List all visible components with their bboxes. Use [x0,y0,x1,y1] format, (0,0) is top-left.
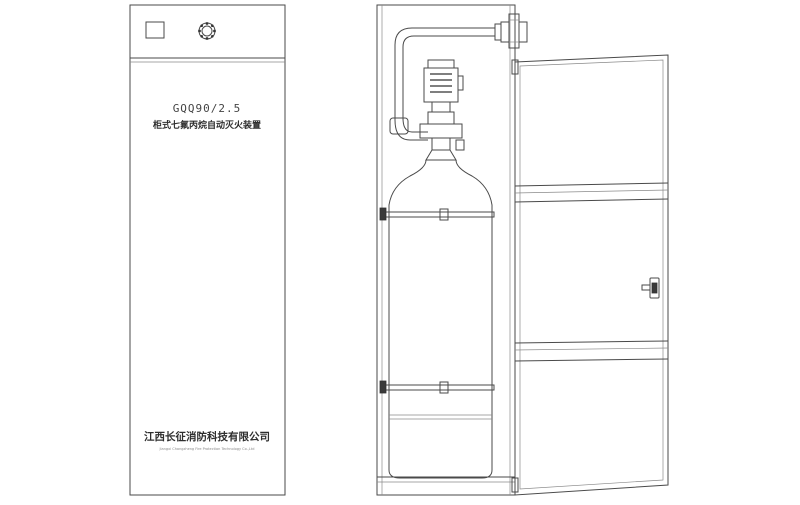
solenoid-actuator [423,59,464,113]
door-handle-icon [641,277,660,299]
company-name-label: 江西长征消防科技有限公司 [144,430,270,443]
open-door [514,54,669,496]
agent-cylinder [388,159,493,479]
indicator-window [145,21,165,39]
model-label: GQQ90/2.5 [173,102,242,115]
container-valve [419,111,465,161]
company-name-en-label: Jiangxi Changzheng Fire Protection Techn… [159,447,255,451]
cylinder-strap-lower [379,380,495,394]
pressure-knob-icon [198,22,216,40]
door-outline [514,54,669,496]
open-view-cabinet [376,4,528,496]
open-cabinet-outline [376,4,516,496]
cabinet-outline [129,4,286,496]
cylinder-strap-upper [379,207,495,221]
front-view-cabinet: GQQ90/2.5 柜式七氟丙烷自动灭火装置 江西长征消防科技有限公司 Jian… [129,4,286,496]
discharge-pipe [389,13,528,141]
product-name-label: 柜式七氟丙烷自动灭火装置 [152,119,261,131]
